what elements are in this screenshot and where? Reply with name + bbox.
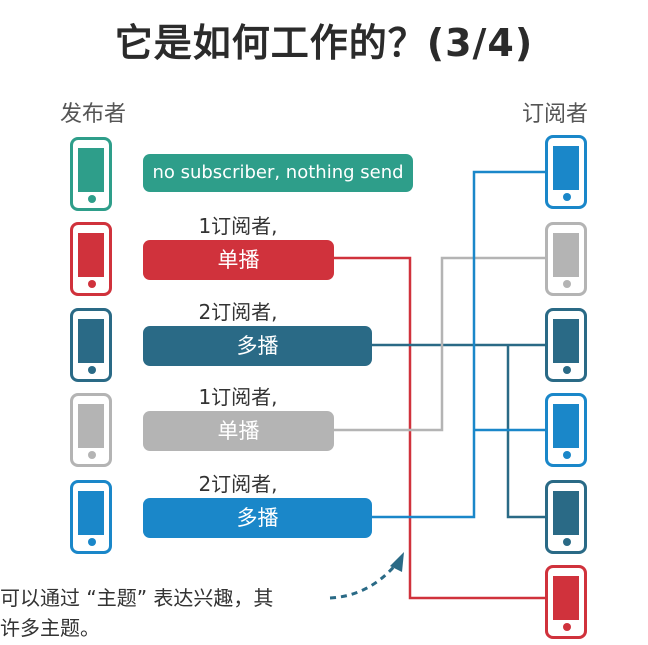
phone-screen: [78, 233, 104, 277]
phone-screen: [78, 148, 104, 192]
publisher-dark-teal-message-bar: 多播: [143, 326, 372, 366]
publisher-dark-teal-phone: [70, 308, 112, 382]
phone-button: [88, 280, 96, 288]
topic-note: 可以通过 “主题” 表达兴趣，其 许多主题。: [0, 583, 273, 643]
subscriber-blue-1-phone: [545, 135, 587, 209]
note-arrow: [329, 561, 400, 600]
wire-blue: [372, 170, 545, 519]
phone-screen: [78, 404, 104, 448]
publisher-green-message-bar: no subscriber, nothing send: [143, 154, 413, 192]
publisher-column-label: 发布者: [60, 102, 127, 127]
phone-screen: [553, 146, 579, 190]
publisher-blue-message-bar: 多播: [143, 498, 372, 538]
phone-button: [563, 193, 571, 201]
publisher-red-message-bar: 单播: [143, 240, 334, 280]
wire-red: [334, 256, 545, 600]
subscriber-blue-2-phone: [545, 393, 587, 467]
phone-button: [563, 366, 571, 374]
subscriber-red-phone: [545, 565, 587, 639]
wire-gray: [334, 256, 545, 432]
phone-screen: [78, 319, 104, 363]
publisher-dark-teal-subscriber-count: 2订阅者,: [198, 300, 278, 324]
note-line-1: 可以通过 “主题” 表达兴趣，其: [0, 586, 274, 610]
subscriber-dark-teal-1-phone: [545, 308, 587, 382]
note-arrow-head: [390, 552, 404, 572]
subscriber-gray-phone: [545, 222, 587, 296]
phone-screen: [78, 491, 104, 535]
note-line-2: 许多主题。: [0, 616, 100, 640]
publisher-blue-subscriber-count: 2订阅者,: [198, 472, 278, 496]
phone-screen: [553, 491, 579, 535]
publisher-gray-phone: [70, 393, 112, 467]
phone-button: [88, 451, 96, 459]
wire-dark-teal-b: [506, 345, 545, 519]
phone-button: [563, 451, 571, 459]
publisher-gray-subscriber-count: 1订阅者,: [198, 385, 278, 409]
publisher-green-phone: [70, 137, 112, 211]
subscriber-dark-teal-2-phone: [545, 480, 587, 554]
phone-button: [563, 623, 571, 631]
phone-button: [88, 538, 96, 546]
phone-screen: [553, 319, 579, 363]
page-title: 它是如何工作的？(3/4): [114, 21, 534, 65]
phone-screen: [553, 576, 579, 620]
phone-button: [563, 538, 571, 546]
publisher-gray-message-bar: 单播: [143, 411, 334, 451]
subscriber-column-label: 订阅者: [522, 102, 589, 127]
phone-screen: [553, 233, 579, 277]
phone-button: [563, 280, 571, 288]
publisher-blue-phone: [70, 480, 112, 554]
phone-button: [88, 366, 96, 374]
phone-button: [88, 195, 96, 203]
phone-screen: [553, 404, 579, 448]
publisher-red-subscriber-count: 1订阅者,: [198, 214, 278, 238]
publisher-red-phone: [70, 222, 112, 296]
